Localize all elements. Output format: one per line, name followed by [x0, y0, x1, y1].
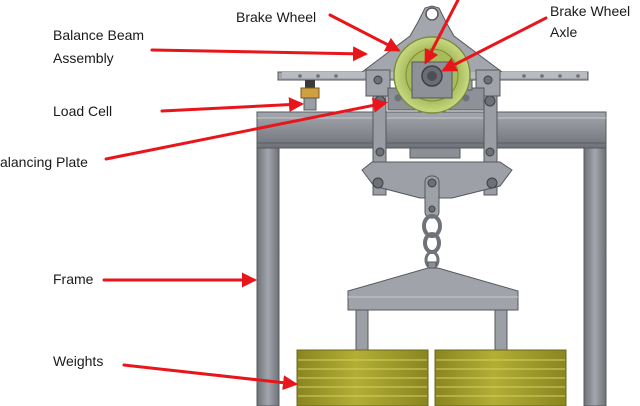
label-load-cell: Load Cell — [53, 103, 113, 119]
label-balance-beam-line2: Assembly — [53, 50, 114, 66]
arrow-load-cell — [160, 97, 304, 113]
label-balancing-plate: alancing Plate — [0, 154, 88, 170]
label-frame: Frame — [53, 271, 94, 287]
label-balance-beam-line1: Balance Beam — [53, 27, 145, 43]
label-brake-wheel-axle-line2: Axle — [550, 24, 578, 40]
arrow-weights — [122, 363, 298, 391]
label-brake-wheel-axle-line1: Brake Wheel — [550, 3, 631, 19]
arrow-brake-wheel-axle — [441, 16, 548, 72]
weight-hanger — [347, 267, 519, 351]
weights — [296, 349, 567, 406]
arrow-top — [424, 0, 460, 65]
hanger-assembly — [361, 94, 513, 275]
arrow-brake-wheel — [328, 13, 401, 52]
annotation-arrows — [102, 0, 548, 391]
label-brake-wheel: Brake Wheel — [236, 9, 317, 25]
arrow-balance-beam — [150, 46, 368, 62]
label-weights: Weights — [53, 353, 104, 369]
load-cell — [300, 80, 320, 111]
arrow-balancing-plate — [104, 98, 388, 161]
